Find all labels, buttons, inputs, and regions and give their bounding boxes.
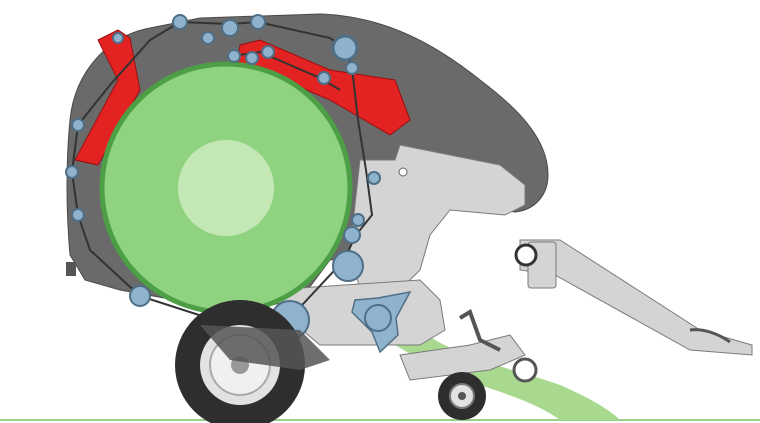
- gauge-wheel-hub: [458, 392, 466, 400]
- bale-core-highlight: [178, 140, 274, 236]
- pickup-rotor: [365, 305, 391, 331]
- frame-bolt: [399, 168, 407, 176]
- side-light: [66, 262, 76, 276]
- front-frame: [350, 145, 525, 290]
- rear-gauge-wheel: [514, 359, 536, 381]
- drawbar-pivot: [516, 245, 536, 265]
